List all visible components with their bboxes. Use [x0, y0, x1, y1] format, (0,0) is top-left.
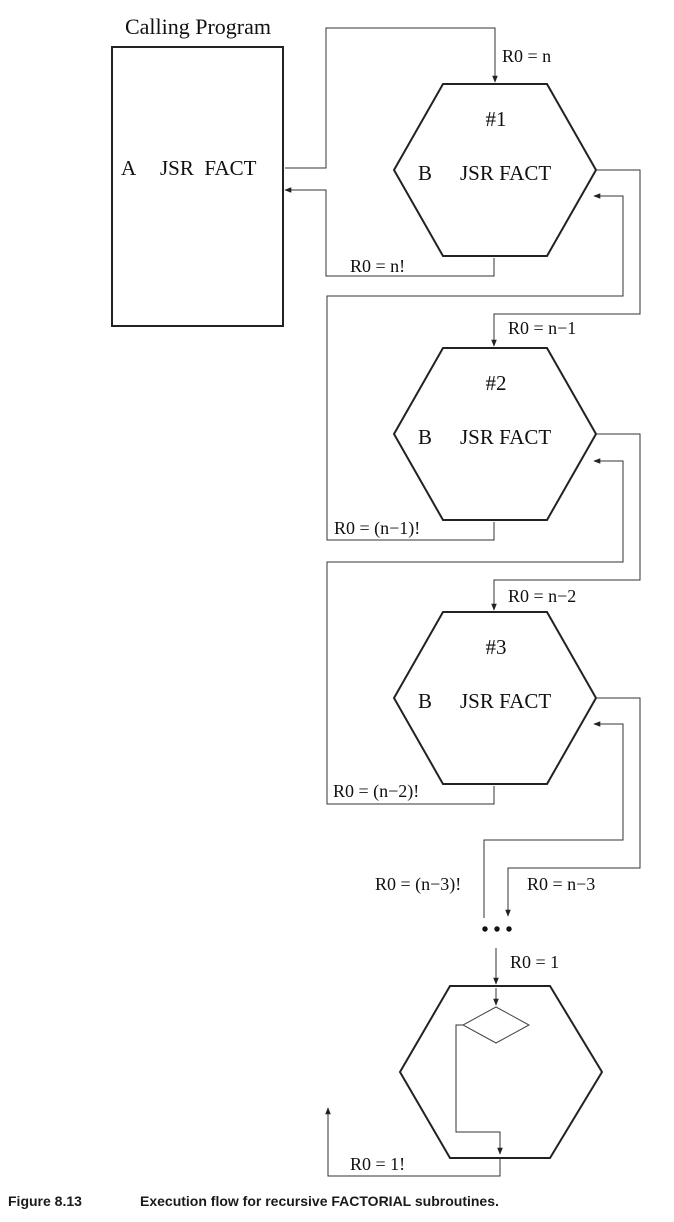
call-3-hexagon [392, 611, 598, 785]
base-case-result-label: R0 = 1! [350, 1154, 405, 1174]
return-arrow-next-to-3 [483, 721, 624, 918]
call-1-hexagon [392, 83, 598, 257]
return-arrow-3-to-2 [326, 458, 624, 805]
return-arrow-2-to-1 [326, 193, 624, 541]
base-case-arg-label: R0 = 1 [510, 952, 559, 972]
figure-caption-text: Execution flow for recursive FACTORIAL s… [140, 1193, 499, 1209]
continuation-arg-label: R0 = n−3 [527, 874, 595, 894]
ellipsis-indicator: • • • [481, 919, 512, 941]
call-3-instruction: JSR FACT [460, 689, 551, 713]
call-1-arg-label: R0 = n [502, 46, 551, 66]
call-2-label-b: B [418, 425, 432, 449]
call-1-result-label: R0 = n! [350, 256, 405, 276]
caller-label-a: A [121, 156, 137, 180]
calling-program-title: Calling Program [125, 14, 271, 39]
call-1-label-b: B [418, 161, 432, 185]
caller-instruction: JSR FACT [160, 156, 257, 180]
base-case-hexagon [398, 985, 604, 1159]
continuation-result-label: R0 = (n−3)! [375, 874, 461, 895]
return-arrow-from-base [325, 1107, 501, 1177]
call-arrow-3-to-next [505, 697, 641, 917]
call-3-result-label: R0 = (n−2)! [333, 781, 419, 802]
call-3-label-b: B [418, 689, 432, 713]
call-2-hexagon [392, 347, 598, 521]
call-1-instruction: JSR FACT [460, 161, 551, 185]
call-arrow-2-to-3 [491, 433, 641, 611]
call-arrow-caller-to-1 [285, 27, 498, 169]
call-arrow-1-to-2 [491, 169, 641, 347]
base-case-branch-arrow [455, 1024, 503, 1155]
calling-program-box [111, 46, 284, 327]
call-2-id: #2 [486, 371, 507, 395]
call-2-instruction: JSR FACT [460, 425, 551, 449]
call-2-arg-label: R0 = n−1 [508, 318, 576, 338]
call-3-arg-label: R0 = n−2 [508, 586, 576, 606]
base-case-decision-diamond [461, 1006, 531, 1044]
return-arrow-1-to-caller [284, 187, 495, 277]
call-1-id: #1 [486, 107, 507, 131]
call-3-id: #3 [486, 635, 507, 659]
figure-number: Figure 8.13 [8, 1193, 82, 1209]
factorial-execution-flow-diagram: Calling Program A JSR FACT #1 B JSR FACT… [111, 14, 641, 1177]
figure-caption: Figure 8.13 Execution flow for recursive … [8, 1193, 499, 1209]
call-2-result-label: R0 = (n−1)! [334, 518, 420, 539]
